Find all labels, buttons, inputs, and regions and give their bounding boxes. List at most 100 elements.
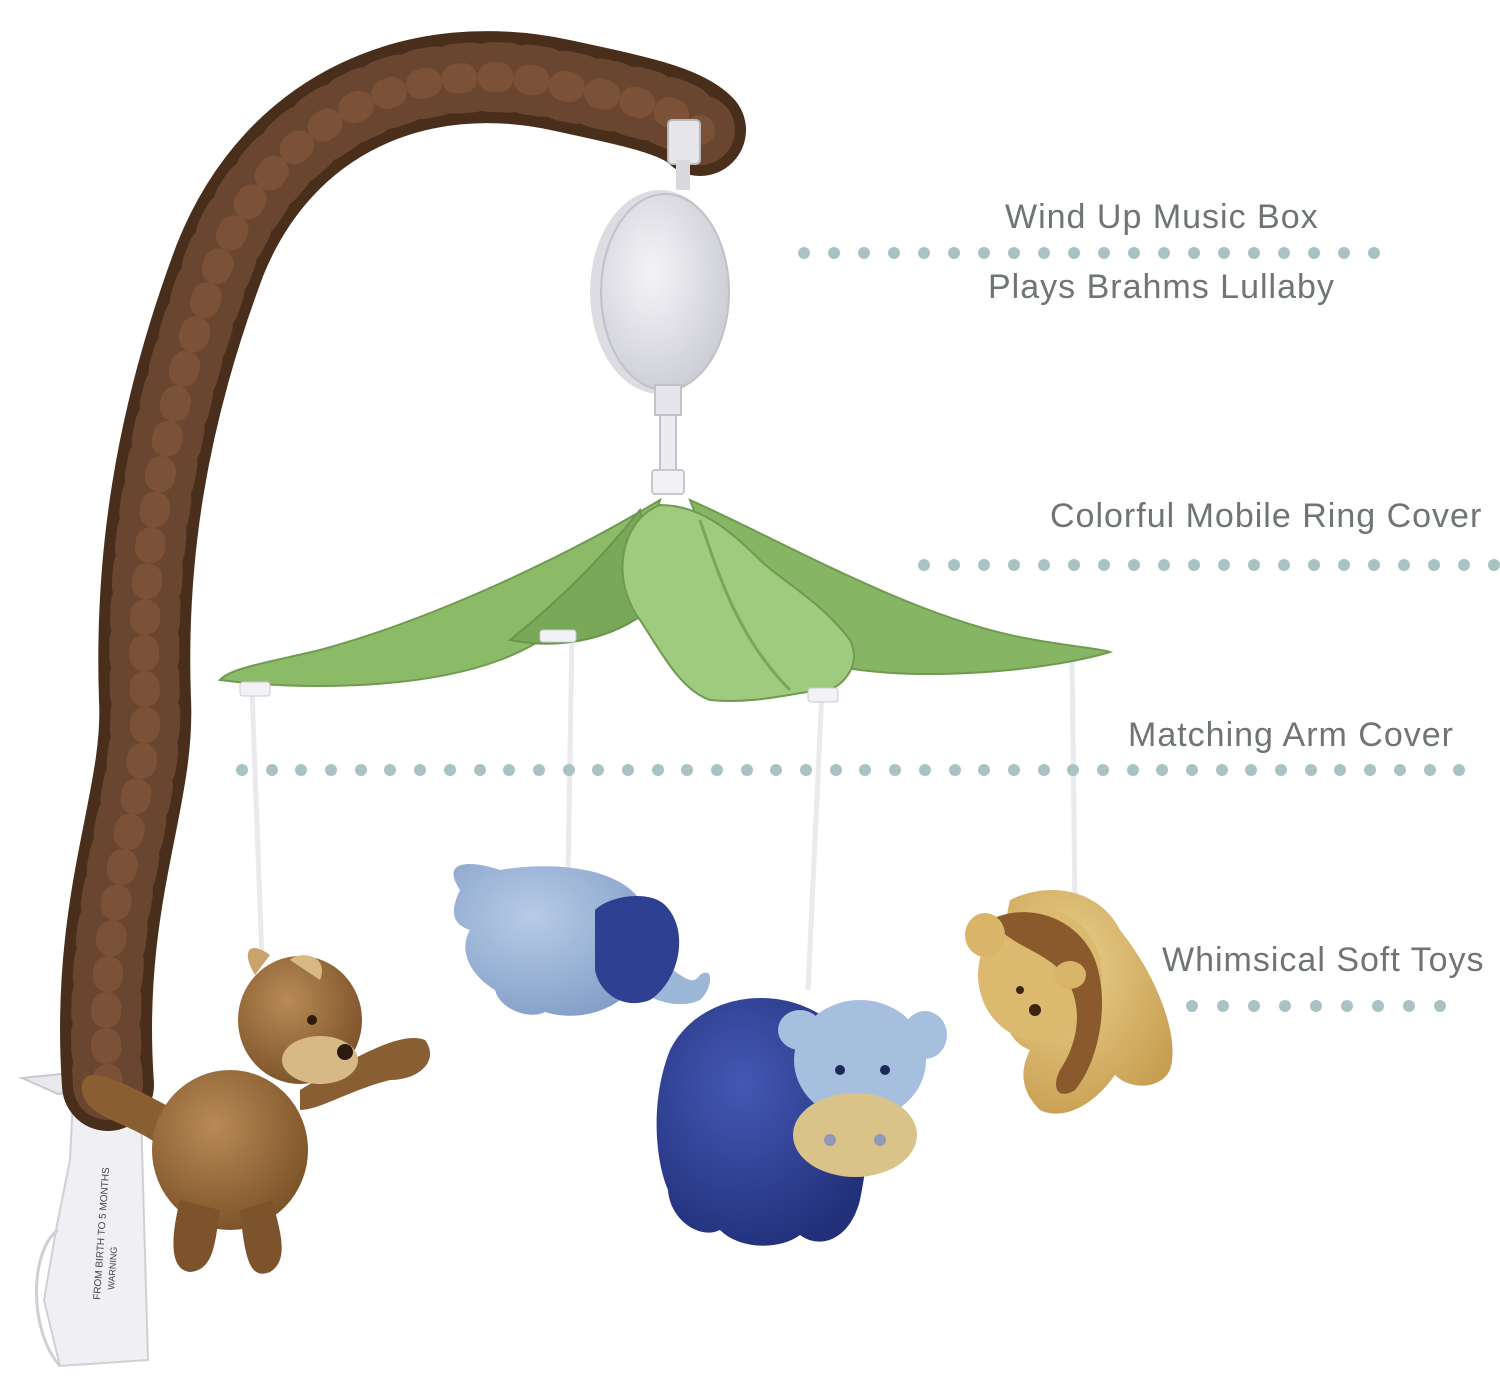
leader-dot [1215, 764, 1228, 776]
leader-dot [562, 764, 575, 776]
monkey-toy [81, 947, 431, 1274]
leader-dot [443, 764, 456, 776]
leader-dot [1341, 1000, 1353, 1012]
leader-dot [1128, 559, 1140, 571]
leader-dot [473, 764, 486, 776]
leader-dot [1310, 1000, 1322, 1012]
leader-dot [1007, 764, 1020, 776]
leader-dot [1308, 559, 1320, 571]
leader-dot [1248, 1000, 1260, 1012]
leader-dot [770, 764, 783, 776]
leader-dot [918, 247, 930, 259]
leader-dot [798, 247, 810, 259]
leader-dot [1188, 247, 1200, 259]
callout-arm-cover: Matching Arm Cover [1128, 716, 1454, 754]
leader-dot [918, 764, 931, 776]
leader-dot [1453, 764, 1466, 776]
leader-dot [740, 764, 753, 776]
clamp-label-2: WARNING [106, 1246, 119, 1290]
leader-dot [829, 764, 842, 776]
leader-dot [236, 764, 248, 776]
leader-dot [1158, 247, 1170, 259]
leader-dot [978, 559, 990, 571]
leader-dot [1008, 247, 1020, 259]
mobile-ring-cover [218, 497, 1114, 703]
leader-dot [1279, 1000, 1291, 1012]
leader-dot [978, 247, 990, 259]
leader-dot [1186, 764, 1198, 776]
leader-dot [1217, 1000, 1229, 1012]
leader-dot [325, 764, 338, 776]
music-box [590, 190, 730, 495]
leader-dot [1248, 559, 1260, 571]
leader-dot [858, 247, 870, 259]
hanger-clip [667, 119, 701, 190]
leader-dot [1156, 764, 1169, 776]
leader-dot [1068, 559, 1080, 571]
callout-ring-cover-dots [918, 558, 1500, 572]
leader-dot [948, 764, 961, 776]
leader-dot [1128, 247, 1140, 259]
leader-dot [1458, 559, 1470, 571]
leader-dot [265, 764, 278, 776]
leader-dot [859, 764, 872, 776]
leader-dot [1038, 559, 1050, 571]
leader-dot [1368, 559, 1380, 571]
leader-dot [1245, 764, 1258, 776]
callout-music-box-title: Wind Up Music Box [1005, 198, 1319, 236]
leader-dot [1398, 559, 1410, 571]
leader-dot [295, 764, 308, 776]
leader-dot [1364, 764, 1377, 776]
leader-dot [1304, 764, 1317, 776]
leader-dot [1068, 247, 1080, 259]
leader-dot [948, 247, 960, 259]
leader-dot [1188, 559, 1200, 571]
leader-dot [1218, 247, 1230, 259]
leader-dot [1403, 1000, 1415, 1012]
callout-music-box-subtitle: Plays Brahms Lullaby [988, 268, 1335, 306]
callout-music-box-dots [798, 246, 1380, 260]
mobile-strings [249, 634, 1078, 991]
leader-dot [1126, 764, 1139, 776]
callout-soft-toys: Whimsical Soft Toys [1162, 941, 1485, 979]
leader-dot [1158, 559, 1170, 571]
leader-dot [888, 247, 900, 259]
leader-dot [948, 559, 960, 571]
elephant-toy [453, 864, 711, 1016]
leader-dot [1338, 247, 1350, 259]
leader-dot [1434, 1000, 1446, 1012]
leader-dot [1372, 1000, 1384, 1012]
leader-dot [1038, 247, 1050, 259]
leader-dot [592, 764, 605, 776]
leader-dot [384, 764, 397, 776]
lion-toy [965, 890, 1173, 1114]
leader-dot [1275, 764, 1288, 776]
leader-dot [1278, 559, 1290, 571]
leader-dot [1186, 1000, 1198, 1012]
callout-soft-toys-dots [1186, 999, 1446, 1013]
leader-dot [414, 764, 427, 776]
leader-dot [711, 764, 723, 776]
leader-dot [1308, 247, 1320, 259]
leader-dot [1428, 559, 1440, 571]
leader-dot [1098, 247, 1110, 259]
leader-dot [1098, 559, 1110, 571]
callout-arm-cover-dots [236, 763, 1466, 777]
leader-dot [354, 764, 367, 776]
leader-dot [1368, 247, 1380, 259]
leader-dot [532, 764, 545, 776]
callout-ring-cover: Colorful Mobile Ring Cover [1050, 497, 1483, 535]
leader-dot [1248, 247, 1260, 259]
leader-dot [1037, 764, 1050, 776]
leader-dot [1423, 764, 1436, 776]
leader-dot [828, 247, 840, 259]
leader-dot [978, 764, 991, 776]
leader-dot [1008, 559, 1020, 571]
leader-dot [1334, 764, 1347, 776]
leader-dot [889, 764, 902, 776]
leader-dot [1338, 559, 1350, 571]
hippo-toy [656, 997, 947, 1246]
leader-dot [1218, 559, 1230, 571]
leader-dot [1393, 764, 1406, 776]
